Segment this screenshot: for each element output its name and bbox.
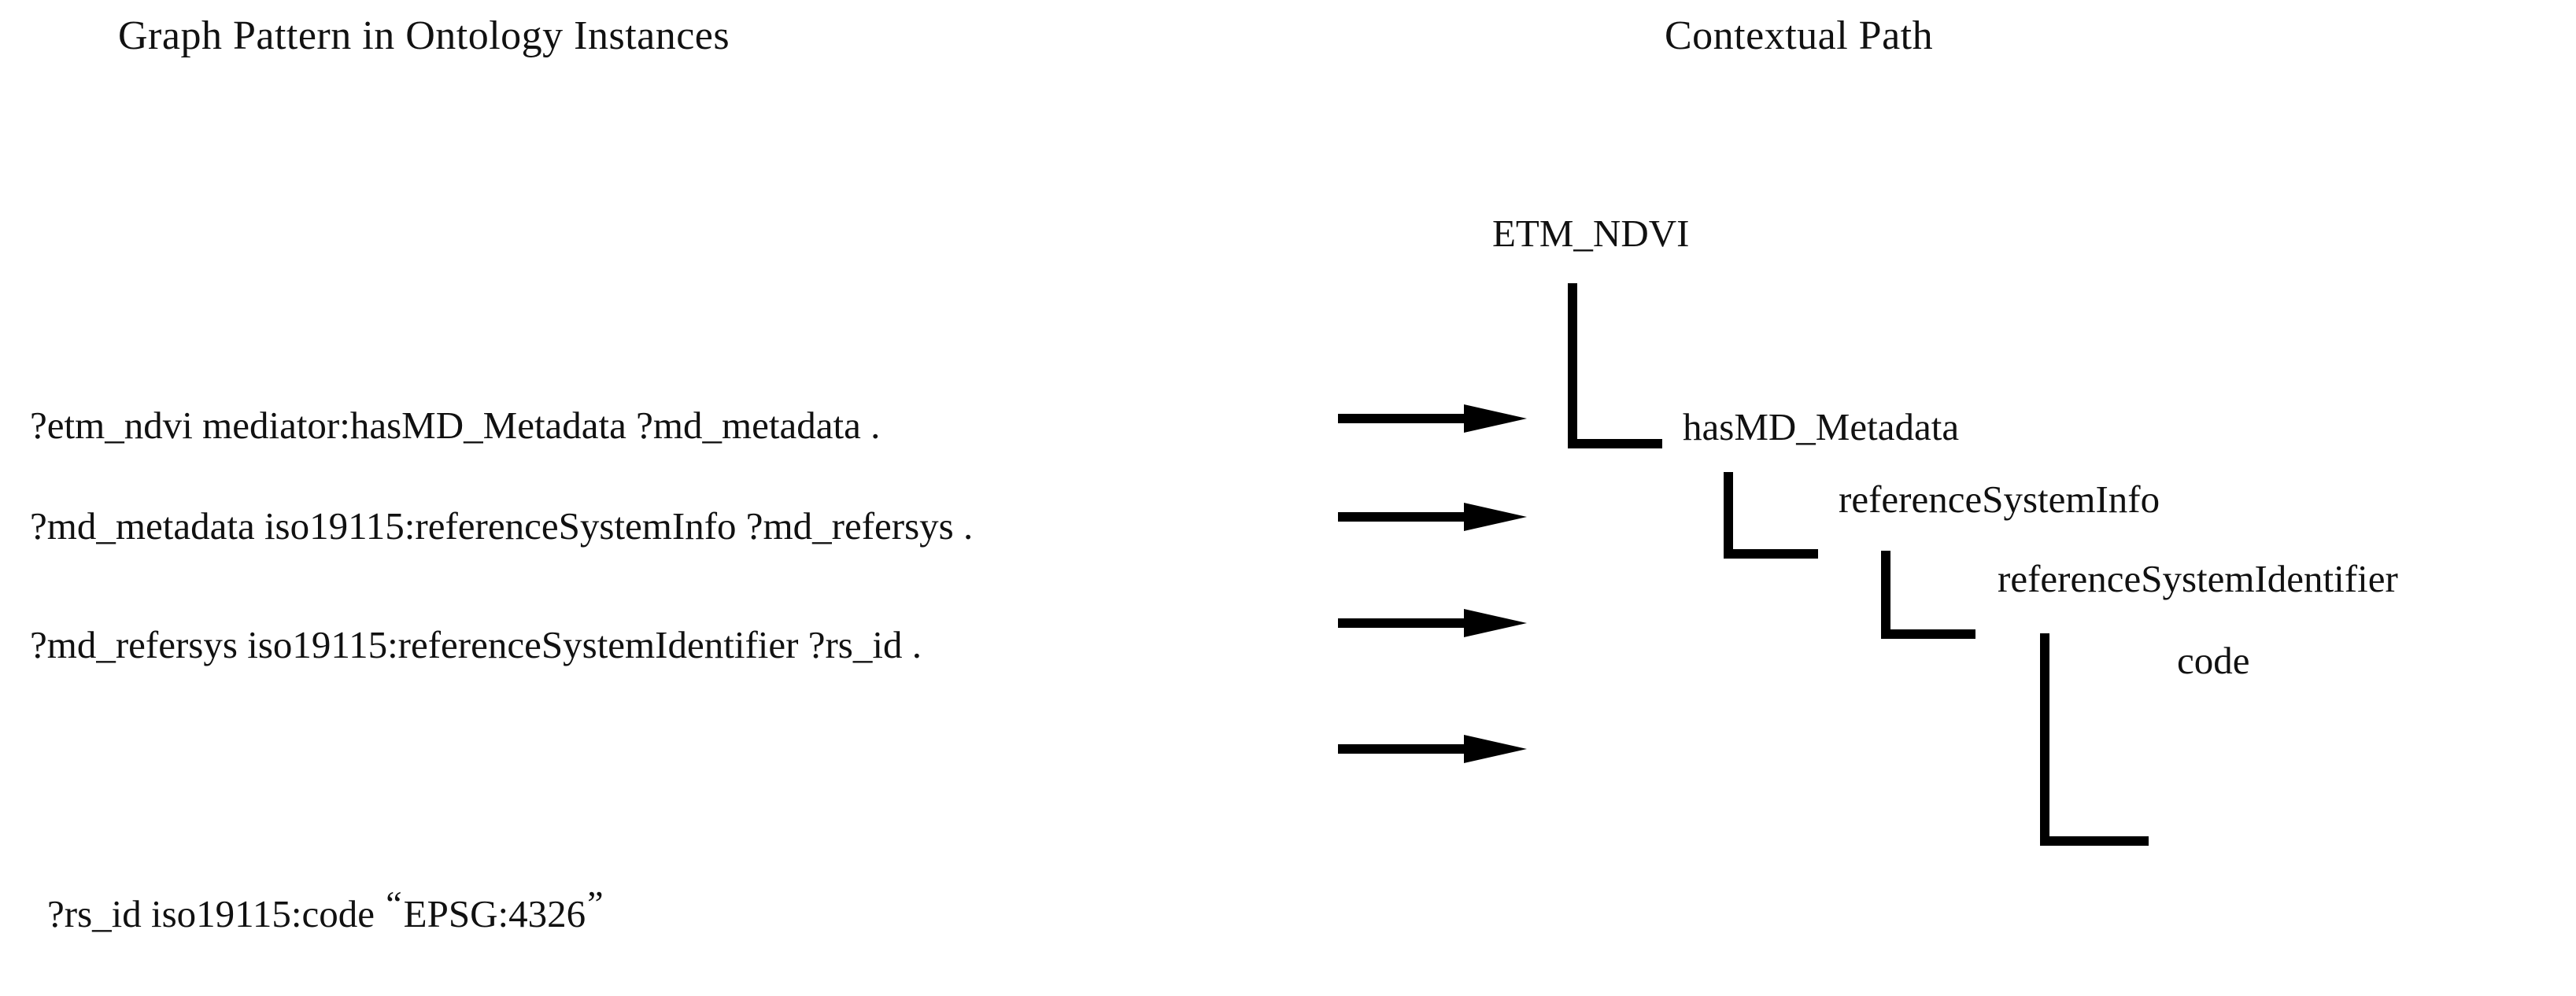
triple-pattern-1: ?etm_ndvi mediator:hasMD_Metadata ?md_me… [30, 404, 881, 447]
right-column-heading: Contextual Path [1665, 13, 1934, 58]
connector-stem [1881, 551, 1890, 639]
arrow-right-icon-1 [1338, 403, 1527, 434]
connector-foot [1568, 439, 1662, 448]
arrow-right-icon-3 [1338, 607, 1527, 639]
tree-node-referencesystemidentifier: referenceSystemIdentifier [1998, 557, 2398, 600]
triple-pattern-4: ?rs_id iso19115:code “EPSG:4326” [47, 883, 605, 935]
tree-node-etm-ndvi: ETM_NDVI [1492, 212, 1690, 255]
connector-foot [1724, 549, 1818, 559]
literal-value: EPSG:4326 [403, 892, 586, 935]
tree-node-hasmd-metadata: hasMD_Metadata [1683, 405, 1960, 448]
arrow-right-icon-4 [1338, 733, 1527, 765]
tree-node-code: code [2177, 639, 2250, 682]
tree-node-referencesysteminfo: referenceSystemInfo [1839, 478, 2160, 521]
arrow-right-icon-2 [1338, 501, 1527, 533]
triple-pattern-2: ?md_metadata iso19115:referenceSystemInf… [30, 504, 974, 548]
triple-pattern-4-subject-predicate: ?rs_id iso19115:code [47, 892, 385, 935]
connector-stem [1724, 472, 1733, 559]
triple-pattern-3: ?md_refersys iso19115:referenceSystemIde… [30, 623, 922, 666]
open-quote-glyph: “ [386, 883, 402, 924]
connector-foot [2040, 836, 2149, 846]
connector-stem [1568, 283, 1577, 448]
left-column-heading: Graph Pattern in Ontology Instances [118, 13, 730, 58]
close-quote-glyph: ” [587, 883, 604, 924]
connector-stem [2040, 633, 2049, 846]
connector-foot [1881, 629, 1975, 639]
